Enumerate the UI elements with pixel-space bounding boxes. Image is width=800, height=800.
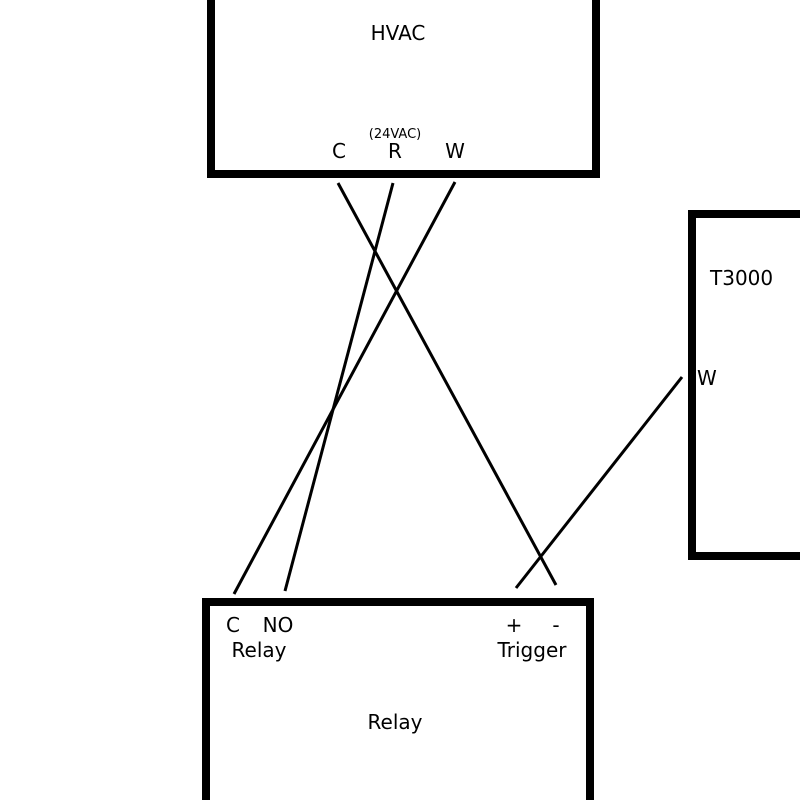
hvac-title: HVAC — [371, 21, 426, 45]
relay-terminal-no: NO — [263, 613, 294, 637]
wire-hvac-w-to-relay-c — [232, 181, 457, 595]
relay-box — [202, 598, 594, 800]
wire-hvac-r-to-relay-no — [283, 182, 395, 592]
wires — [232, 181, 684, 595]
wire-t3000-w-to-trigger-plus — [514, 376, 684, 589]
hvac-voltage-note: (24VAC) — [369, 127, 422, 142]
thermostat-box — [688, 210, 800, 560]
hvac-terminal-w: W — [445, 139, 465, 163]
relay-terminal-plus: + — [506, 613, 523, 637]
relay-unit: C NO Relay + - Trigger Relay — [202, 598, 594, 800]
wire-hvac-c-to-trigger-minus — [336, 182, 558, 586]
relay-terminal-minus: - — [552, 613, 559, 637]
thermostat-unit: T3000 W — [688, 210, 800, 560]
hvac-unit: HVAC (24VAC) C R W — [207, 0, 600, 178]
trigger-group-label: Trigger — [497, 638, 568, 662]
thermostat-terminal-w: W — [697, 366, 717, 390]
relay-group-label: Relay — [232, 638, 287, 662]
hvac-terminal-r: R — [388, 139, 402, 163]
thermostat-title: T3000 — [709, 266, 773, 290]
hvac-terminal-c: C — [332, 139, 346, 163]
hvac-box — [207, 0, 600, 178]
relay-terminal-c: C — [226, 613, 240, 637]
relay-title: Relay — [368, 710, 423, 734]
